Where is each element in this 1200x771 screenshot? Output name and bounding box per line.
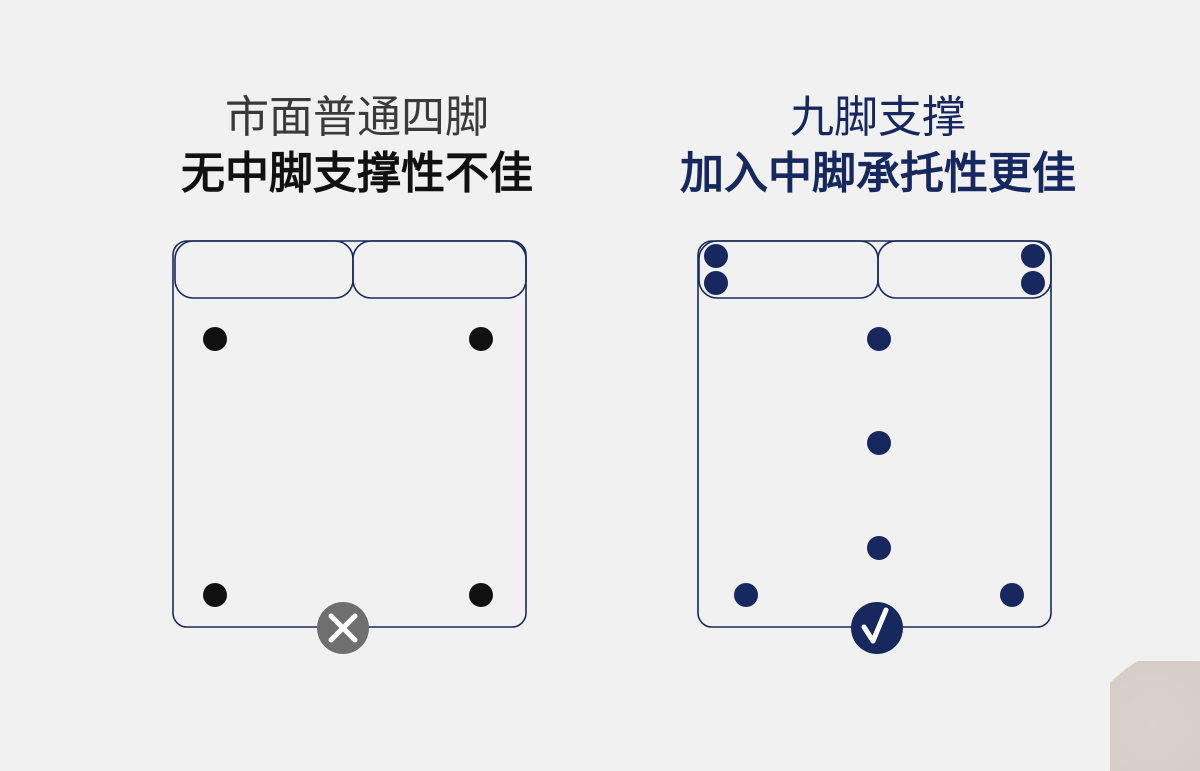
leg-foot-left <box>734 583 758 607</box>
nine-leg-bed-diagram <box>697 240 1052 654</box>
leg-center-2 <box>867 431 891 455</box>
leg-center-1 <box>867 327 891 351</box>
leg-top-right <box>469 327 493 351</box>
left-title-line1: 市面普通四脚 <box>225 92 489 143</box>
panel-four-legs: 市面普通四脚 无中脚支撑性不佳 <box>157 0 557 771</box>
headboard-right <box>352 240 527 299</box>
four-leg-bed-diagram <box>172 240 527 654</box>
leg-bottom-left <box>203 583 227 607</box>
leg-bottom-right <box>469 583 493 607</box>
right-title-line2: 加入中脚承托性更佳 <box>680 148 1076 199</box>
headboard-right <box>877 240 1052 299</box>
bed-frame <box>172 240 527 628</box>
leg-head-left-2 <box>704 271 728 295</box>
leg-foot-right <box>1000 583 1024 607</box>
leg-head-right-1 <box>1021 244 1045 268</box>
leg-head-left-1 <box>704 244 728 268</box>
leg-top-left <box>203 327 227 351</box>
left-title-line2: 无中脚支撑性不佳 <box>181 148 533 199</box>
panel-nine-legs: 九脚支撑 加入中脚承托性更佳 <box>678 0 1078 771</box>
corner-shade <box>1110 661 1200 771</box>
check-icon <box>851 602 903 654</box>
right-title-line1: 九脚支撑 <box>790 92 966 143</box>
leg-head-right-2 <box>1021 271 1045 295</box>
leg-center-3 <box>867 536 891 560</box>
headboard-left <box>174 240 354 299</box>
cross-icon <box>317 602 369 654</box>
